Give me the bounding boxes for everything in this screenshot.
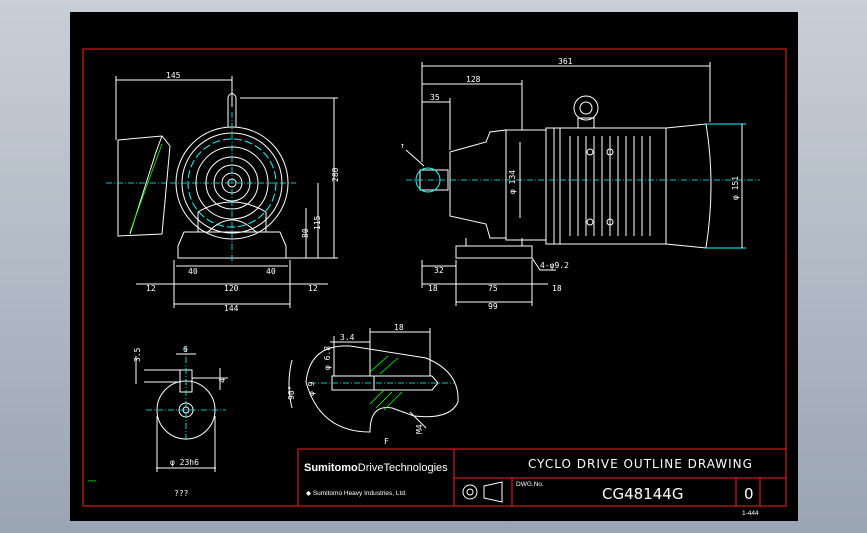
drawing-title: CYCLO DRIVE OUTLINE DRAWING	[528, 457, 753, 471]
dim-bolt: 4-φ9.2	[540, 261, 569, 270]
dim-18-left: 18	[428, 284, 438, 293]
dim-dia-134: φ 134	[508, 170, 517, 194]
dim-120: 120	[224, 284, 239, 293]
dim-dia-151: φ 151	[731, 176, 740, 200]
dim-18-right: 18	[552, 284, 562, 293]
svg-text:▪▪▪▪▪▪: ▪▪▪▪▪▪	[88, 478, 97, 483]
dim-4: 4	[218, 378, 227, 383]
drawing-frame	[82, 48, 787, 507]
brand-company: ◆ Sumitomo Heavy Industries, Ltd.	[306, 490, 407, 497]
dim-145: 145	[166, 71, 181, 80]
drawing-svg: 145 280 115 80 40 40 120 12 12 144	[82, 48, 787, 517]
dim-12-left: 12	[146, 284, 156, 293]
dim-99: 99	[488, 302, 498, 311]
title-block	[297, 448, 786, 506]
dwg-no-label: DWG.No.	[516, 481, 544, 488]
dim-6: 6	[183, 345, 188, 354]
dim-75: 75	[488, 284, 498, 293]
dim-128: 128	[466, 75, 481, 84]
drawing-number: CG48144G	[602, 485, 683, 503]
dim-40-left: 40	[188, 267, 198, 276]
label-f: F	[384, 437, 389, 446]
revision: 0	[744, 485, 754, 503]
dim-12-right: 12	[308, 284, 318, 293]
dim-144: 144	[224, 304, 239, 313]
dim-115: 115	[313, 215, 322, 230]
dim-3-5: 3.5	[133, 347, 142, 362]
dim-dia-6-8: φ 6.8	[323, 346, 332, 370]
drawing-canvas[interactable]: 145 280 115 80 40 40 120 12 12 144	[70, 12, 798, 521]
dim-361: 361	[558, 57, 573, 66]
part-label: ???	[174, 489, 189, 498]
brand-name: SumitomoDriveTechnologies	[304, 462, 448, 474]
dim-35: 35	[430, 93, 440, 102]
shaft-view	[288, 328, 459, 433]
sheet-code: 1-444	[742, 510, 759, 517]
end-view	[106, 76, 338, 308]
dim-dia-23h6: φ 23h6	[170, 458, 199, 467]
key-view	[135, 346, 228, 472]
dim-dia-9: φ 9	[307, 381, 316, 396]
svg-text:↑: ↑	[400, 141, 405, 150]
dim-18-shaft: 18	[394, 323, 404, 332]
dim-40-right: 40	[266, 267, 276, 276]
side-view: ↑	[400, 62, 760, 306]
dim-80: 80	[301, 228, 310, 238]
dim-32: 32	[434, 266, 444, 275]
dim-3-4: 3.4	[340, 333, 355, 342]
dim-280: 280	[331, 167, 340, 182]
dim-m4: M4	[415, 424, 424, 434]
dim-angle: 90°	[287, 386, 296, 400]
